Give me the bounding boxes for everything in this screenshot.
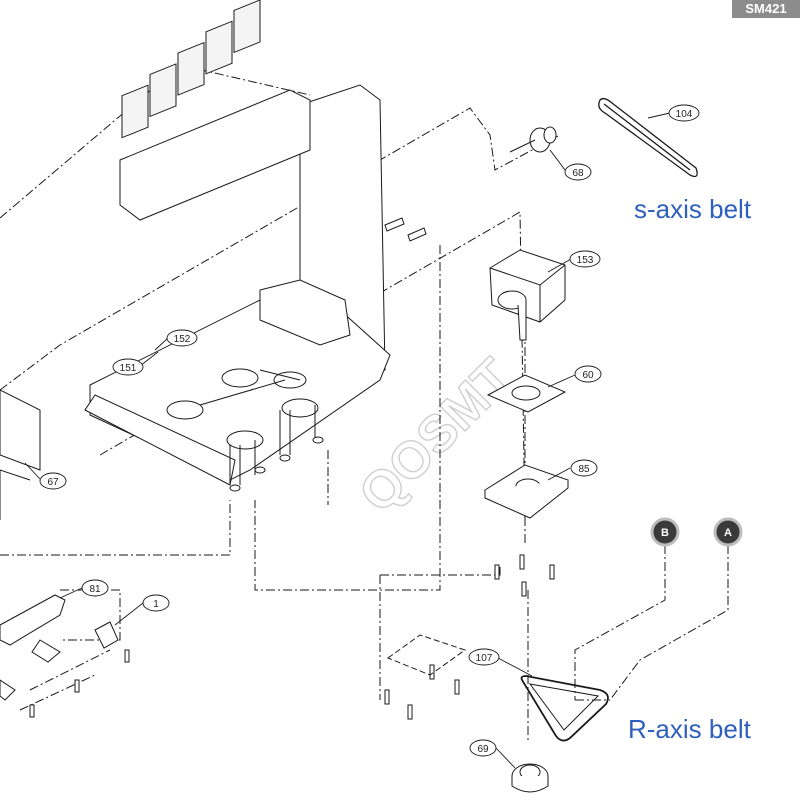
marker-b-letter: B <box>661 527 669 539</box>
connector-blocks <box>121 0 261 139</box>
callout-107: 107 <box>468 648 500 666</box>
bracket-assembly <box>0 594 130 718</box>
callout-67: 67 <box>39 472 67 490</box>
svg-text:151: 151 <box>120 363 137 374</box>
callout-81: 81 <box>81 579 109 597</box>
callout-68: 68 <box>564 163 592 181</box>
marker-a: A <box>713 517 743 547</box>
callout-69: 69 <box>469 739 497 757</box>
svg-text:152: 152 <box>174 334 191 345</box>
motor-mount-plate <box>483 464 570 519</box>
callout-151: 151 <box>112 358 144 376</box>
nozzle-pulleys <box>166 368 324 492</box>
callout-60: 60 <box>574 365 602 383</box>
svg-text:60: 60 <box>582 370 594 381</box>
motor-gasket <box>486 374 567 413</box>
callout-1: 1 <box>142 594 170 612</box>
svg-text:81: 81 <box>89 584 101 595</box>
model-tag: SM421 <box>732 0 800 18</box>
s-axis-pulley <box>509 126 557 153</box>
callout-85: 85 <box>570 459 598 477</box>
marker-a-letter: A <box>724 527 732 539</box>
frame-screws <box>384 217 427 242</box>
screw-group-box <box>386 634 467 676</box>
callout-leaders <box>24 112 671 769</box>
r-axis-belt-inner <box>528 683 600 731</box>
marker-b: B <box>650 517 680 547</box>
svg-text:67: 67 <box>47 477 59 488</box>
svg-text:107: 107 <box>476 653 493 664</box>
callout-104: 104 <box>668 104 700 122</box>
mount-screws <box>384 554 555 720</box>
s-axis-belt-label: s-axis belt <box>634 194 752 224</box>
svg-text:85: 85 <box>578 464 590 475</box>
svg-text:104: 104 <box>676 109 693 120</box>
r-axis-motor <box>489 249 566 341</box>
r-axis-belt-107 <box>520 675 609 742</box>
s-axis-belt-104 <box>598 97 698 178</box>
r-axis-belt-label: R-axis belt <box>628 714 752 744</box>
svg-text:68: 68 <box>572 168 584 179</box>
main-frame-assembly <box>0 84 391 520</box>
svg-text:153: 153 <box>577 255 594 266</box>
callout-153: 153 <box>569 250 601 268</box>
marker-leaders <box>574 545 729 701</box>
svg-text:69: 69 <box>477 744 489 755</box>
callout-152: 152 <box>166 329 198 347</box>
svg-text:1: 1 <box>153 599 159 610</box>
r-axis-pulley <box>511 763 549 793</box>
